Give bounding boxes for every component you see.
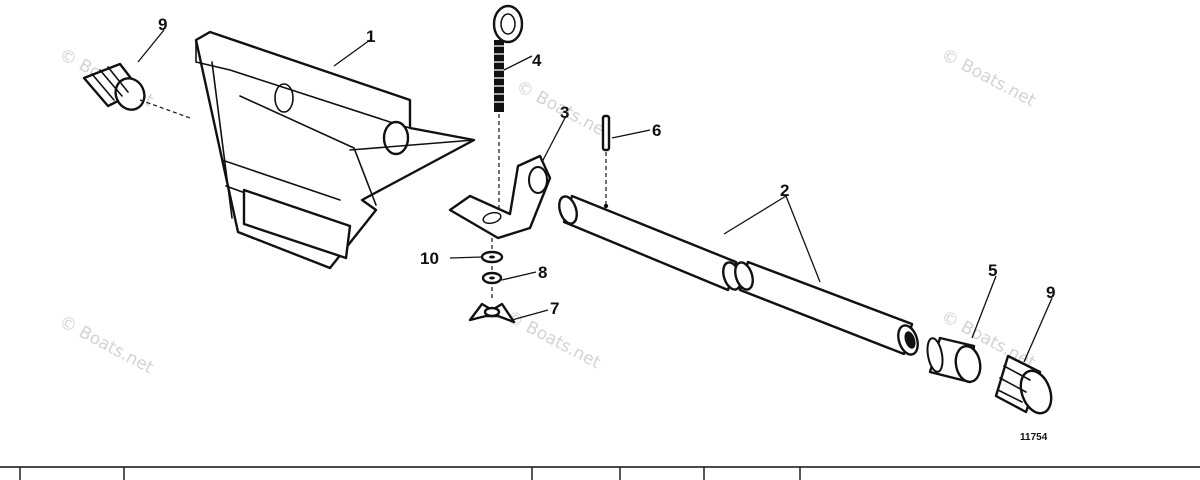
- part-6-pin: [601, 114, 611, 209]
- callout-7: 7: [550, 299, 559, 318]
- part-5-bushing: [926, 336, 982, 384]
- callout-3: 3: [560, 103, 569, 122]
- figure-number: 11754: [1020, 432, 1048, 443]
- callout-9-left: 9: [158, 15, 167, 34]
- callout-1: 1: [366, 27, 375, 46]
- part-2-tube-lower: [734, 260, 919, 356]
- part-3-angle-bracket: [448, 154, 552, 300]
- part-7-wing-nut: [468, 302, 516, 324]
- watermark-4: © Boats.net: [56, 312, 157, 379]
- leader-lines: [137, 29, 1053, 363]
- table-border-strip: [0, 466, 1200, 480]
- callout-10: 10: [420, 249, 439, 268]
- callout-4: 4: [532, 51, 542, 70]
- part-8-lock-washer: [481, 271, 503, 285]
- callout-labels: 9 1 4 3 6 2 5 9 10 8 7: [158, 15, 1055, 318]
- part-2-tube-upper: [558, 194, 742, 292]
- part-1-bracket: [194, 30, 476, 270]
- part-9-grip-left: [82, 62, 191, 119]
- callout-8: 8: [538, 263, 547, 282]
- callout-6: 6: [652, 121, 661, 140]
- callout-5: 5: [988, 261, 997, 280]
- callout-9-right: 9: [1046, 283, 1055, 302]
- part-4-eye-bolt: [492, 4, 524, 210]
- watermark-3: © Boats.net: [938, 45, 1039, 112]
- part-10-washer: [480, 250, 504, 264]
- callout-2: 2: [780, 181, 789, 200]
- part-9-grip-right: [994, 354, 1053, 415]
